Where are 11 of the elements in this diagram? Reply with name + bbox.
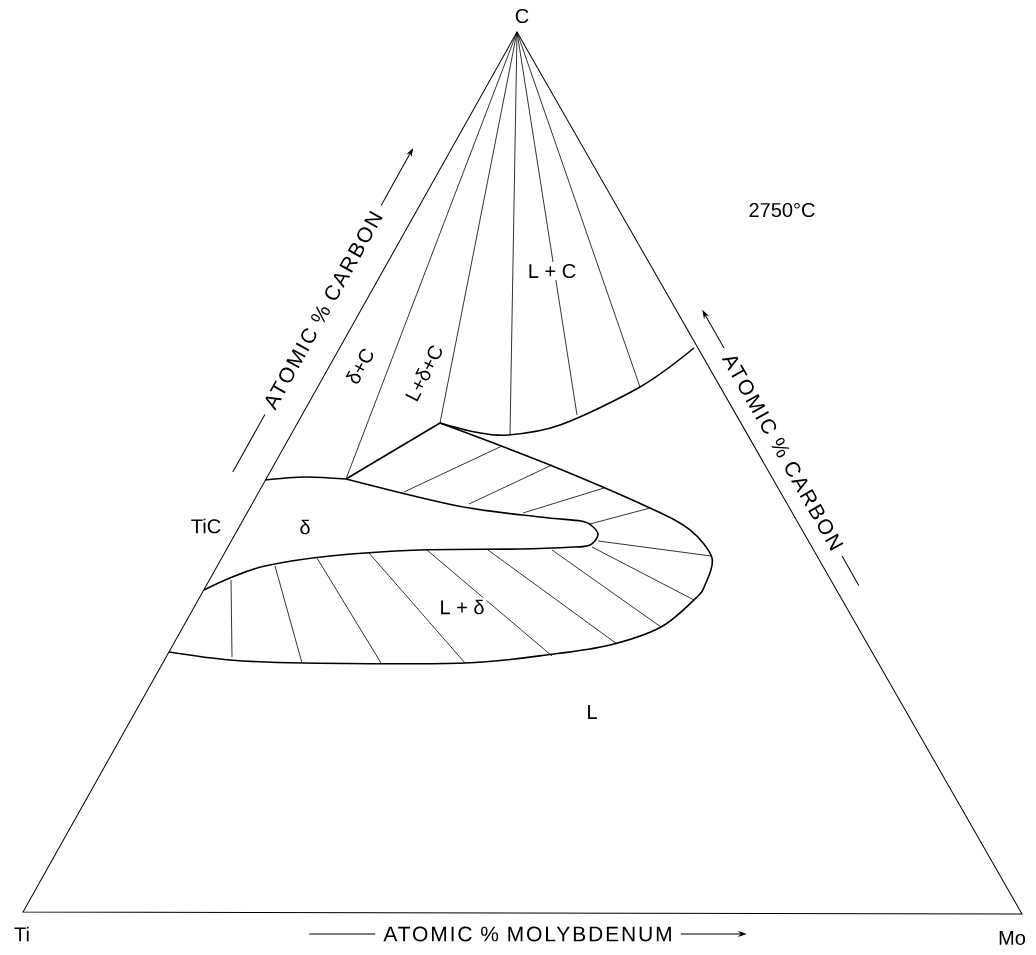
vertex-label: C [515, 8, 529, 24]
phase-label: L [588, 705, 597, 719]
vertex-label: Ti [14, 926, 29, 942]
vertex-label: Mo [999, 931, 1026, 945]
axis-label: ATOMIC % MOLYBDENUM [383, 926, 671, 942]
phase-label: L + C [525, 261, 579, 281]
phase-label: δ [300, 519, 310, 535]
compound-label: TiC [191, 518, 221, 534]
phase-label: δ+C [345, 348, 374, 384]
phase-label: L + δ [437, 597, 487, 617]
temperature-label: 2750°C [749, 202, 815, 218]
